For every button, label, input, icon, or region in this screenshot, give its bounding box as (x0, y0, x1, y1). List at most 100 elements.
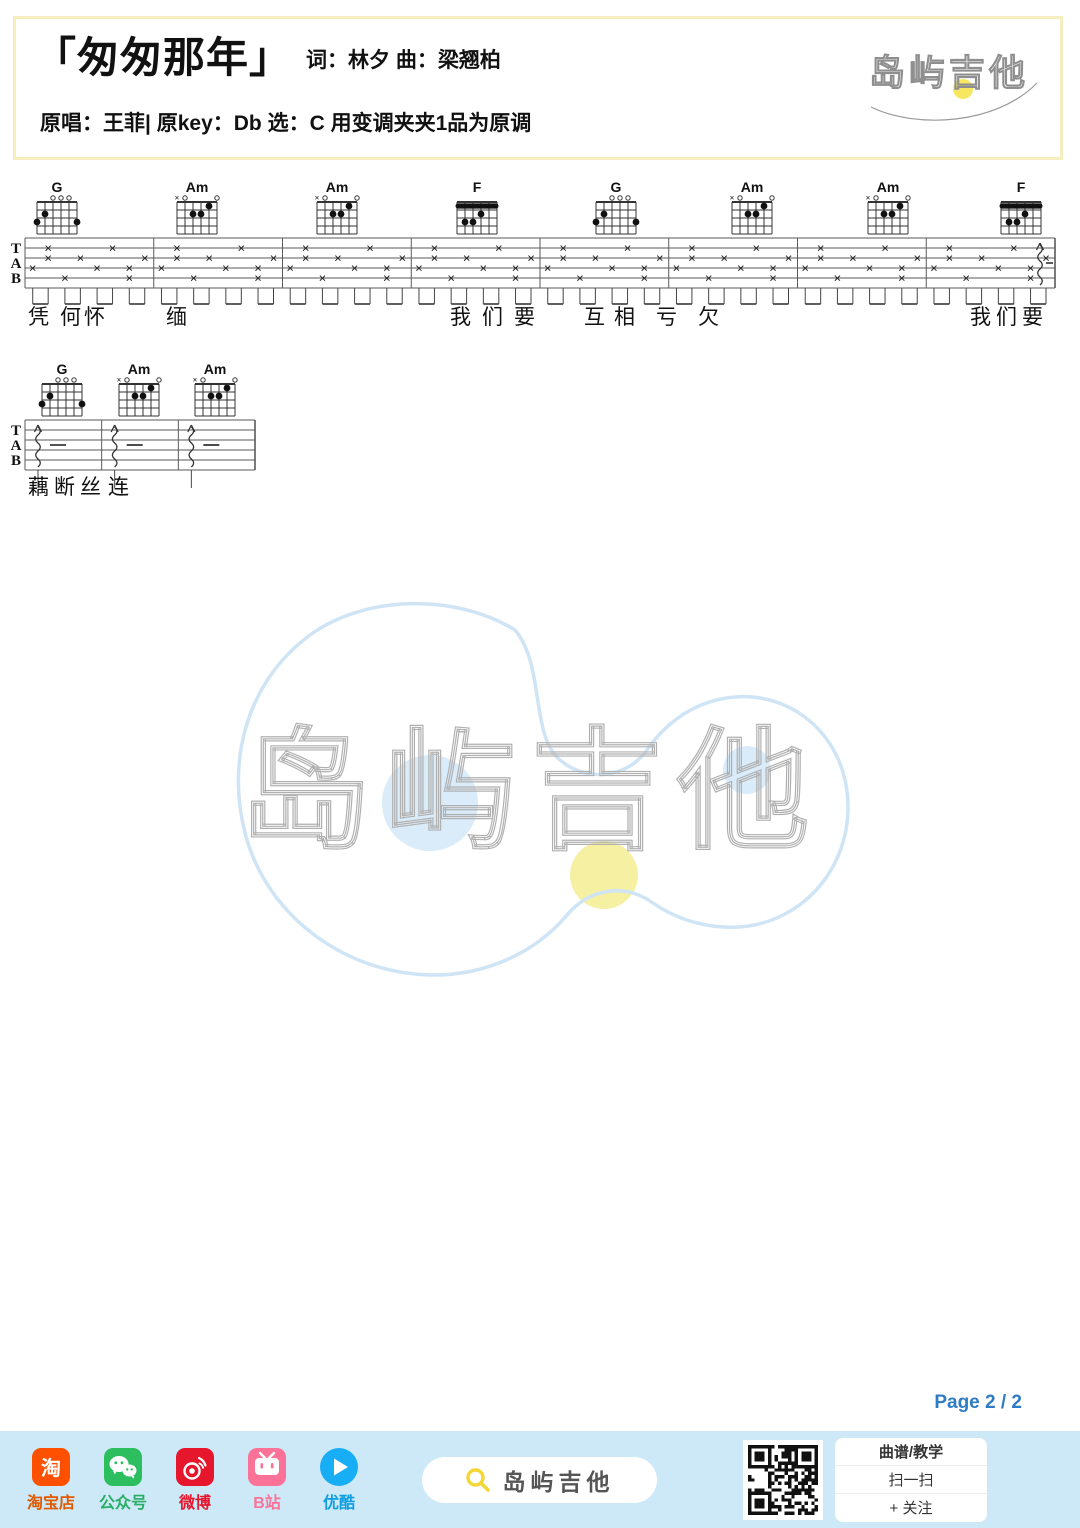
svg-text:×: × (158, 261, 166, 276)
lyric-syllable: 怀 (84, 306, 105, 329)
svg-text:×: × (463, 251, 471, 266)
chord-label: Am (326, 179, 349, 195)
footer-link-label: 淘宝店 (26, 1494, 75, 1512)
svg-text:×: × (881, 241, 889, 256)
footer-link-wechat[interactable]: 公众号 (98, 1447, 148, 1513)
svg-text:×: × (175, 194, 180, 203)
tab-clef-letter: B (11, 271, 21, 287)
svg-text:×: × (315, 194, 320, 203)
lyric-syllable: 凭 (28, 306, 49, 329)
svg-text:×: × (544, 261, 552, 276)
tab-clef-letter: B (11, 453, 21, 469)
search-box[interactable]: 岛屿吉他 (422, 1456, 657, 1503)
svg-text:×: × (559, 241, 567, 256)
page-number: Page 2 / 2 (934, 1392, 1022, 1413)
lyric-syllable: 缅 (166, 306, 187, 329)
svg-text:×: × (270, 251, 278, 266)
svg-text:×: × (447, 271, 455, 286)
svg-text:×: × (190, 271, 198, 286)
svg-text:×: × (576, 271, 584, 286)
svg-text:×: × (431, 251, 439, 266)
footer-link-youku[interactable]: 优酷 (314, 1447, 364, 1513)
title-row: 「匆匆那年」 词：林夕 曲：梁翘柏 (34, 37, 501, 79)
weibo-icon (176, 1447, 214, 1486)
footer-link-weibo[interactable]: 微博 (170, 1447, 220, 1513)
svg-text:×: × (978, 251, 986, 266)
lyric-syllable: 连 (108, 476, 129, 499)
svg-text:×: × (1027, 261, 1035, 276)
watermark-blue-dot-small (723, 746, 771, 794)
qr-info-line: 曲谱/教学 (835, 1438, 987, 1466)
footer-link-label: 微博 (178, 1494, 211, 1512)
svg-text:×: × (44, 251, 52, 266)
svg-text:×: × (109, 241, 117, 256)
chord-label: Am (877, 179, 900, 195)
svg-text:×: × (527, 251, 535, 266)
svg-text:×: × (866, 261, 874, 276)
svg-text:×: × (286, 261, 294, 276)
svg-text:×: × (737, 261, 745, 276)
svg-text:×: × (559, 251, 567, 266)
lyric-syllable: 相 (614, 306, 635, 329)
svg-text:×: × (834, 271, 842, 286)
chord-label: G (57, 361, 68, 377)
svg-text:×: × (173, 251, 181, 266)
chord-label: Am (204, 361, 227, 377)
footer-link-taobao[interactable]: 淘 淘宝店 (26, 1447, 76, 1513)
svg-text:×: × (383, 271, 391, 286)
svg-text:×: × (125, 271, 133, 286)
svg-text:×: × (141, 251, 149, 266)
brand-logo-text: 岛屿吉他 (869, 52, 1029, 93)
svg-text:×: × (512, 261, 520, 276)
svg-text:×: × (254, 261, 262, 276)
svg-text:×: × (193, 376, 198, 385)
svg-text:×: × (817, 241, 825, 256)
lyric-syllable: 何 (60, 306, 81, 329)
svg-text:×: × (995, 261, 1003, 276)
footer-link-bilibili[interactable]: B站 (242, 1447, 292, 1513)
tab-clef-letter: A (11, 256, 22, 272)
svg-text:×: × (898, 261, 906, 276)
lyric-syllable: 丝 (80, 476, 101, 499)
svg-text:×: × (785, 251, 793, 266)
lyric-syllable: 要 (514, 306, 535, 329)
svg-text:×: × (688, 241, 696, 256)
tab-system-1: TAB×××××××××××××××××××××××××××××××××××××… (11, 179, 1056, 329)
chord-label: G (52, 179, 63, 195)
search-icon (465, 1467, 490, 1492)
lyric-syllable: 们 (996, 306, 1017, 329)
svg-text:×: × (117, 376, 122, 385)
song-credits: 词：林夕 曲：梁翘柏 (306, 49, 501, 72)
svg-text:×: × (1010, 241, 1018, 256)
svg-text:×: × (769, 271, 777, 286)
footer-link-label: 优酷 (322, 1494, 355, 1512)
svg-text:×: × (913, 251, 921, 266)
svg-text:×: × (720, 251, 728, 266)
watermark: 岛屿吉他 (236, 601, 850, 977)
svg-text:×: × (730, 194, 735, 203)
svg-text:×: × (930, 261, 938, 276)
svg-text:×: × (319, 271, 327, 286)
search-text: 岛屿吉他 (502, 1468, 615, 1495)
svg-text:×: × (640, 261, 648, 276)
qr-info-line: + 关注 (889, 1500, 933, 1518)
svg-text:×: × (817, 251, 825, 266)
wechat-icon (104, 1447, 142, 1486)
svg-text:×: × (898, 271, 906, 286)
svg-text:×: × (866, 194, 871, 203)
svg-text:×: × (29, 261, 37, 276)
bilibili-icon (248, 1447, 286, 1486)
svg-text:×: × (77, 251, 85, 266)
lyric-syllable: 藕 (28, 476, 49, 499)
svg-text:×: × (238, 241, 246, 256)
watermark-blue-dot (382, 755, 478, 851)
svg-text:×: × (673, 261, 681, 276)
song-info: 原唱：王菲| 原key：Db 选：C 用变调夹夹1品为原调 (40, 112, 532, 135)
taobao-icon: 淘 (32, 1447, 70, 1486)
svg-text:×: × (93, 261, 101, 276)
svg-text:×: × (640, 271, 648, 286)
footer-bar: 淘 淘宝店 公众号 (0, 1431, 1080, 1528)
svg-text:×: × (205, 251, 213, 266)
